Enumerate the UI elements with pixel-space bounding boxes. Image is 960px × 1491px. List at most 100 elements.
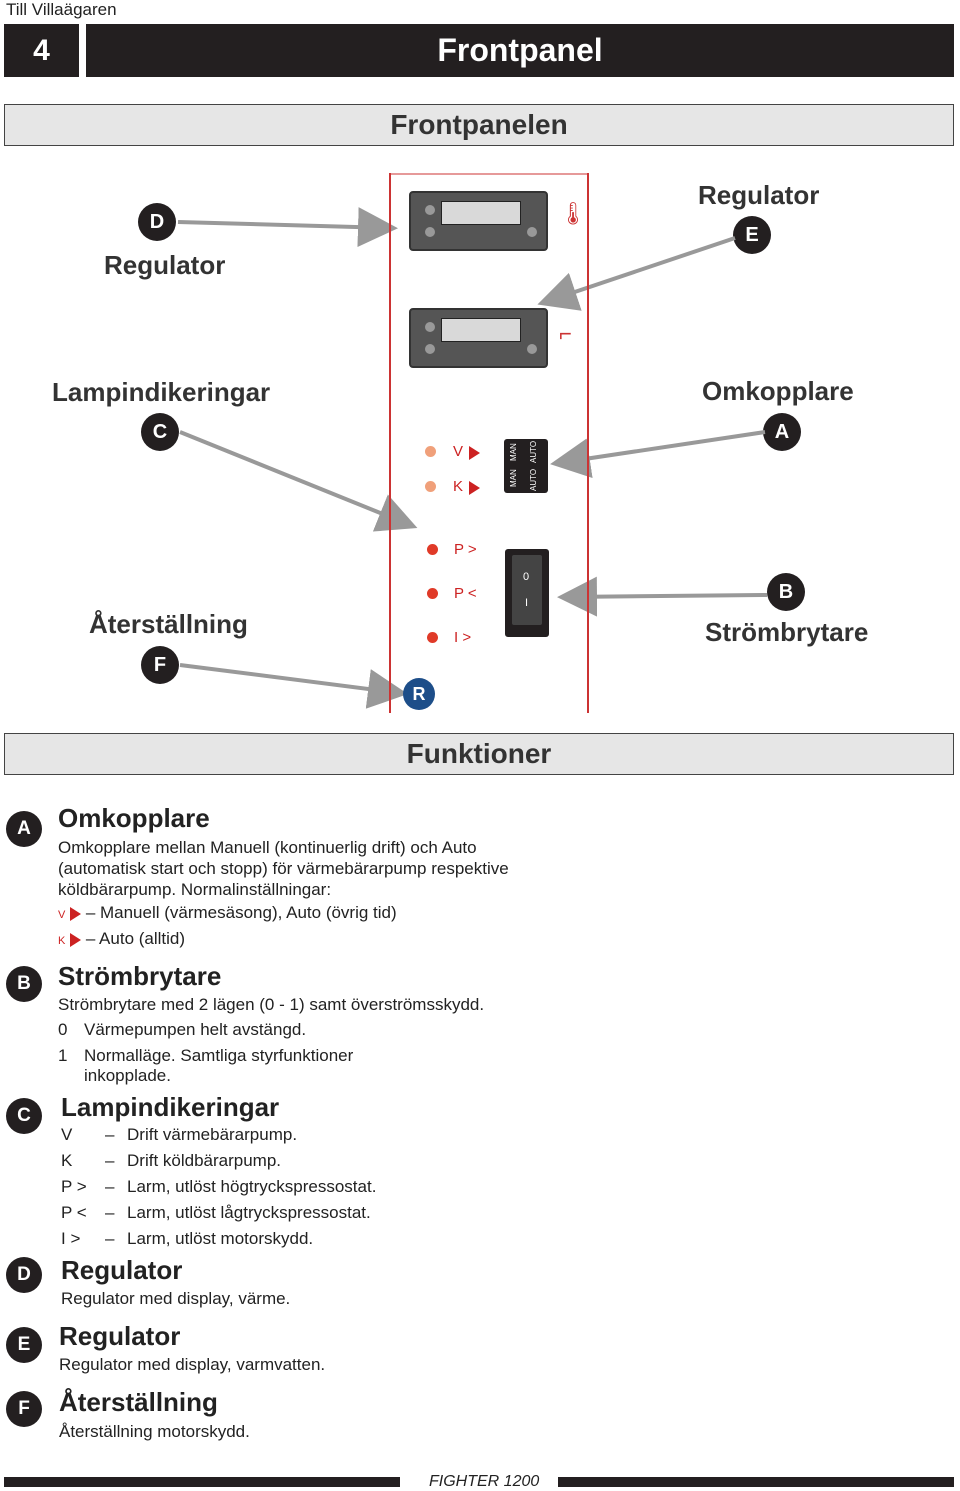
section-title-frontpanelen: Frontpanelen [4, 104, 954, 146]
func-a-item-v-key: V [58, 909, 66, 921]
func-f-title: Återställning [59, 1387, 218, 1417]
func-f-text: Återställning motorskydd. [59, 1422, 250, 1441]
chapter-title-text: Frontpanel [437, 32, 603, 68]
mode-switch-block[interactable]: MAN AUTO MAN AUTO [504, 439, 548, 493]
callout-a-label: Omkopplare [702, 376, 854, 406]
func-a-text: Omkopplare mellan Manuell (kontinuerlig … [58, 838, 509, 899]
func-c-item-1: K–Drift köldbärarpump. [61, 1151, 282, 1170]
lamp-i-high-label: I > [454, 629, 472, 646]
regulator-hotwater[interactable] [409, 308, 548, 368]
func-a-badge: A [6, 811, 42, 847]
callout-c-label: Lampindikeringar [52, 377, 271, 407]
func-c-item-2-key: P > [61, 1177, 87, 1196]
play-icon [469, 444, 480, 462]
func-b-title: Strömbrytare [58, 961, 222, 991]
footer-bar-left [4, 1477, 400, 1487]
play-icon [70, 932, 82, 947]
func-b-item-0: 0 Värmepumpen helt avstängd. [58, 1020, 306, 1040]
func-c-badge: C [6, 1098, 42, 1134]
power-switch-on: I [525, 597, 529, 609]
func-a-item-k: K – Auto (alltid) [58, 929, 185, 949]
switch-k-auto: AUTO [529, 468, 538, 491]
lamp-v [425, 446, 436, 457]
regulator-heating[interactable] [409, 191, 548, 251]
callout-e-label: Regulator [698, 180, 820, 210]
switch-v-man: MAN [509, 443, 518, 461]
play-icon [70, 906, 82, 921]
func-c-item-4-text: Larm, utlöst motorskydd. [127, 1229, 314, 1248]
func-c-item-0: V–Drift värmebärarpump. [61, 1125, 298, 1144]
func-e-title: Regulator [59, 1321, 181, 1351]
thermometer-icon: 🌡 [559, 201, 587, 226]
func-b-item-0-key: 0 [58, 1020, 68, 1039]
func-c-item-0-key: V [61, 1125, 73, 1144]
lamp-i-high [427, 632, 438, 643]
down-button[interactable] [425, 344, 435, 354]
regulator-hotwater-display [441, 318, 521, 342]
section-title-funktioner: Funktioner [4, 733, 954, 775]
power-switch[interactable]: 0 I [505, 549, 549, 637]
func-a-title: Omkopplare [58, 803, 210, 833]
lamp-p-low [427, 588, 438, 599]
callout-d-label: Regulator [104, 250, 226, 280]
reset-button[interactable]: R [403, 678, 435, 710]
callout-c-badge: C [141, 413, 179, 451]
callout-e-badge: E [733, 216, 771, 254]
switch-k-man: MAN [509, 469, 518, 487]
switch-v-auto: AUTO [529, 440, 538, 463]
set-button[interactable] [527, 227, 537, 237]
callout-b-badge: B [767, 573, 805, 611]
panel-outline [389, 173, 589, 713]
regulator-heating-display [441, 201, 521, 225]
callout-f-label: Återställning [89, 609, 248, 639]
func-c-item-1-text: Drift köldbärarpump. [127, 1151, 282, 1170]
func-b-text: Strömbrytare med 2 lägen (0 - 1) samt öv… [58, 995, 485, 1014]
func-a-item-k-key: K [58, 935, 66, 947]
callout-a-badge: A [763, 413, 801, 451]
chapter-title: Frontpanel [86, 24, 954, 77]
func-c-item-0-text: Drift värmebärarpump. [127, 1125, 298, 1144]
power-switch-off: 0 [523, 571, 530, 583]
func-c-item-3: P <–Larm, utlöst lågtryckspressostat. [61, 1203, 371, 1222]
lamp-k-label: K [453, 478, 464, 495]
func-b-item-1-key: 1 [58, 1046, 68, 1065]
play-icon [469, 479, 480, 497]
tap-icon: ⌐ [559, 321, 572, 346]
down-button[interactable] [425, 227, 435, 237]
func-c-item-4: I >–Larm, utlöst motorskydd. [61, 1229, 314, 1248]
callout-arrows [177, 207, 768, 709]
func-e-text: Regulator med display, varmvatten. [59, 1355, 326, 1374]
func-d-text: Regulator med display, värme. [61, 1289, 291, 1308]
chapter-number: 4 [4, 24, 79, 77]
callout-f-badge: F [141, 646, 179, 684]
breadcrumb: Till Villaägaren [6, 0, 117, 19]
callout-b-label: Strömbrytare [705, 617, 869, 647]
footer-bar-right [558, 1477, 954, 1487]
func-c-item-2: P >–Larm, utlöst högtryckspressostat. [61, 1177, 377, 1196]
set-button[interactable] [527, 344, 537, 354]
func-a-item-v-text: – Manuell (värmesäsong), Auto (övrig tid… [85, 903, 397, 922]
func-a-item-k-text: – Auto (alltid) [85, 929, 186, 948]
lamp-p-high [427, 544, 438, 555]
func-c-item-3-text: Larm, utlöst lågtryckspressostat. [127, 1203, 371, 1222]
func-b-badge: B [6, 966, 42, 1002]
func-e-badge: E [6, 1327, 42, 1363]
front-panel: 🌡 ⌐ V K MAN AUTO MAN AUTO P > P < I > 0 … [389, 173, 589, 713]
func-c-item-2-text: Larm, utlöst högtryckspressostat. [127, 1177, 377, 1196]
func-c-item-4-key: I > [61, 1229, 81, 1248]
callout-d-badge: D [138, 203, 176, 241]
lamp-v-label: V [453, 443, 464, 460]
func-d-title: Regulator [61, 1255, 183, 1285]
footer-text: FIGHTER 1200 [429, 1473, 540, 1490]
up-button[interactable] [425, 205, 435, 215]
lamp-k [425, 481, 436, 492]
func-f-badge: F [6, 1391, 42, 1427]
func-d-badge: D [6, 1257, 42, 1293]
func-b-item-1-text: Normalläge. Samtliga styrfunktioner inko… [84, 1046, 354, 1085]
lamp-p-high-label: P > [454, 541, 477, 558]
lamp-p-low-label: P < [454, 585, 477, 602]
up-button[interactable] [425, 322, 435, 332]
func-b-item-1: 1 Normalläge. Samtliga styrfunktioner ink… [58, 1046, 418, 1086]
func-c-title: Lampindikeringar [61, 1092, 280, 1122]
func-b-item-0-text: Värmepumpen helt avstängd. [84, 1020, 307, 1039]
